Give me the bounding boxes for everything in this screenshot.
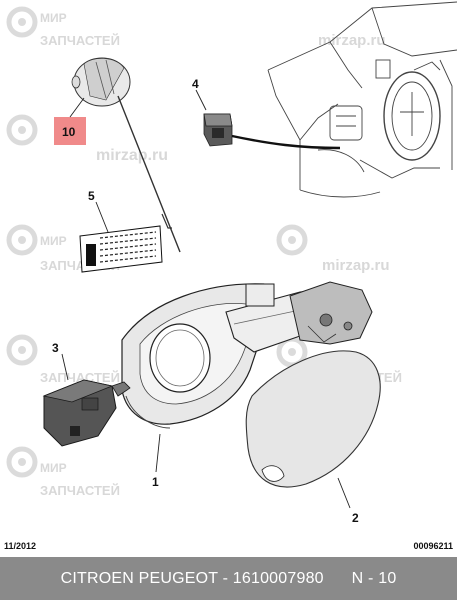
- leader-line-3: [61, 353, 69, 381]
- watermark-zapchastei: ЗАПЧАСТЕЙ: [40, 483, 120, 498]
- watermark-logo-icon: [276, 224, 308, 256]
- watermark-logo-icon: [6, 334, 38, 366]
- watermark-logo-icon: [6, 446, 38, 478]
- diagram-date: 11/2012: [4, 541, 37, 551]
- part-5-label: [79, 225, 163, 273]
- watermark-domain: mirzap.ru: [322, 257, 390, 274]
- watermark-zapchastei: ЗАПЧАСТЕЙ: [40, 33, 120, 48]
- leader-line-5: [95, 201, 109, 233]
- part-3-actuator: [42, 379, 131, 447]
- part-1-filler-housing: [121, 281, 373, 429]
- part-title-bar: CITROEN PEUGEOT - 1610007980 N - 10: [0, 557, 457, 600]
- callout-3: 3: [52, 341, 59, 355]
- watermark-zapchastei: ЗАПЧАСТЕЙ: [40, 370, 120, 385]
- leader-line-4: [195, 89, 207, 111]
- diagram-reference: 00096211: [413, 541, 453, 551]
- watermark-mir: МИР: [40, 234, 67, 248]
- parts-diagram: МИР ЗАПЧАСТЕЙ mirzap.ru mirzap.ru МИР ЗА…: [6, 1, 457, 525]
- watermark-mir: МИР: [40, 461, 67, 475]
- part-4-switch: [203, 113, 233, 147]
- callout-2: 2: [352, 511, 359, 525]
- part-2-fuel-flap: [245, 350, 381, 488]
- switch-link-line: [231, 134, 341, 150]
- callout-10: 10: [62, 125, 76, 139]
- watermark-logo-icon: [6, 6, 38, 38]
- leader-line-2: [337, 477, 351, 509]
- part-10-fuel-cap: [71, 57, 181, 253]
- watermark-mir: МИР: [40, 11, 67, 25]
- watermark-logo-icon: [6, 114, 38, 146]
- leader-line-10: [69, 97, 85, 118]
- part-title-text: CITROEN PEUGEOT - 1610007980 N - 10: [60, 569, 397, 587]
- callout-10-highlight: [54, 117, 86, 145]
- callout-5: 5: [88, 189, 95, 203]
- watermark-domain: mirzap.ru: [318, 32, 386, 49]
- callout-4: 4: [192, 77, 199, 91]
- leader-line-1: [155, 433, 161, 473]
- watermark-domain: mirzap.ru: [96, 147, 168, 164]
- watermark-layer: МИР ЗАПЧАСТЕЙ mirzap.ru mirzap.ru МИР ЗА…: [6, 6, 402, 498]
- dashboard-illustration: [267, 1, 457, 198]
- watermark-logo-icon: [6, 224, 38, 256]
- callout-1: 1: [152, 475, 159, 489]
